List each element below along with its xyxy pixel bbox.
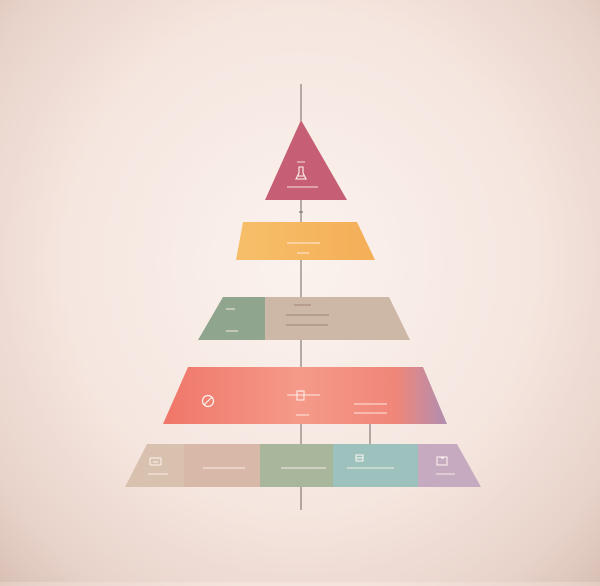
- flask-icon: [295, 166, 307, 180]
- pyramid-level-2: [236, 222, 375, 260]
- pyramid-level-5-segment-3: [260, 444, 333, 487]
- pyramid-level-1: [265, 120, 347, 200]
- pyramid-level-5-segment-5: [418, 444, 481, 487]
- box-icon: [355, 454, 364, 462]
- pyramid-level-3-left: [198, 297, 265, 340]
- pie-icon: [149, 457, 162, 466]
- clipboard-icon: [296, 390, 305, 401]
- pyramid-level-5-segment-4: [333, 444, 418, 487]
- hat-icon: [436, 456, 448, 466]
- pyramid-level-3-right: [265, 297, 410, 340]
- gear-icon: [201, 394, 215, 408]
- pyramid-level-5-segment-2: [184, 444, 260, 487]
